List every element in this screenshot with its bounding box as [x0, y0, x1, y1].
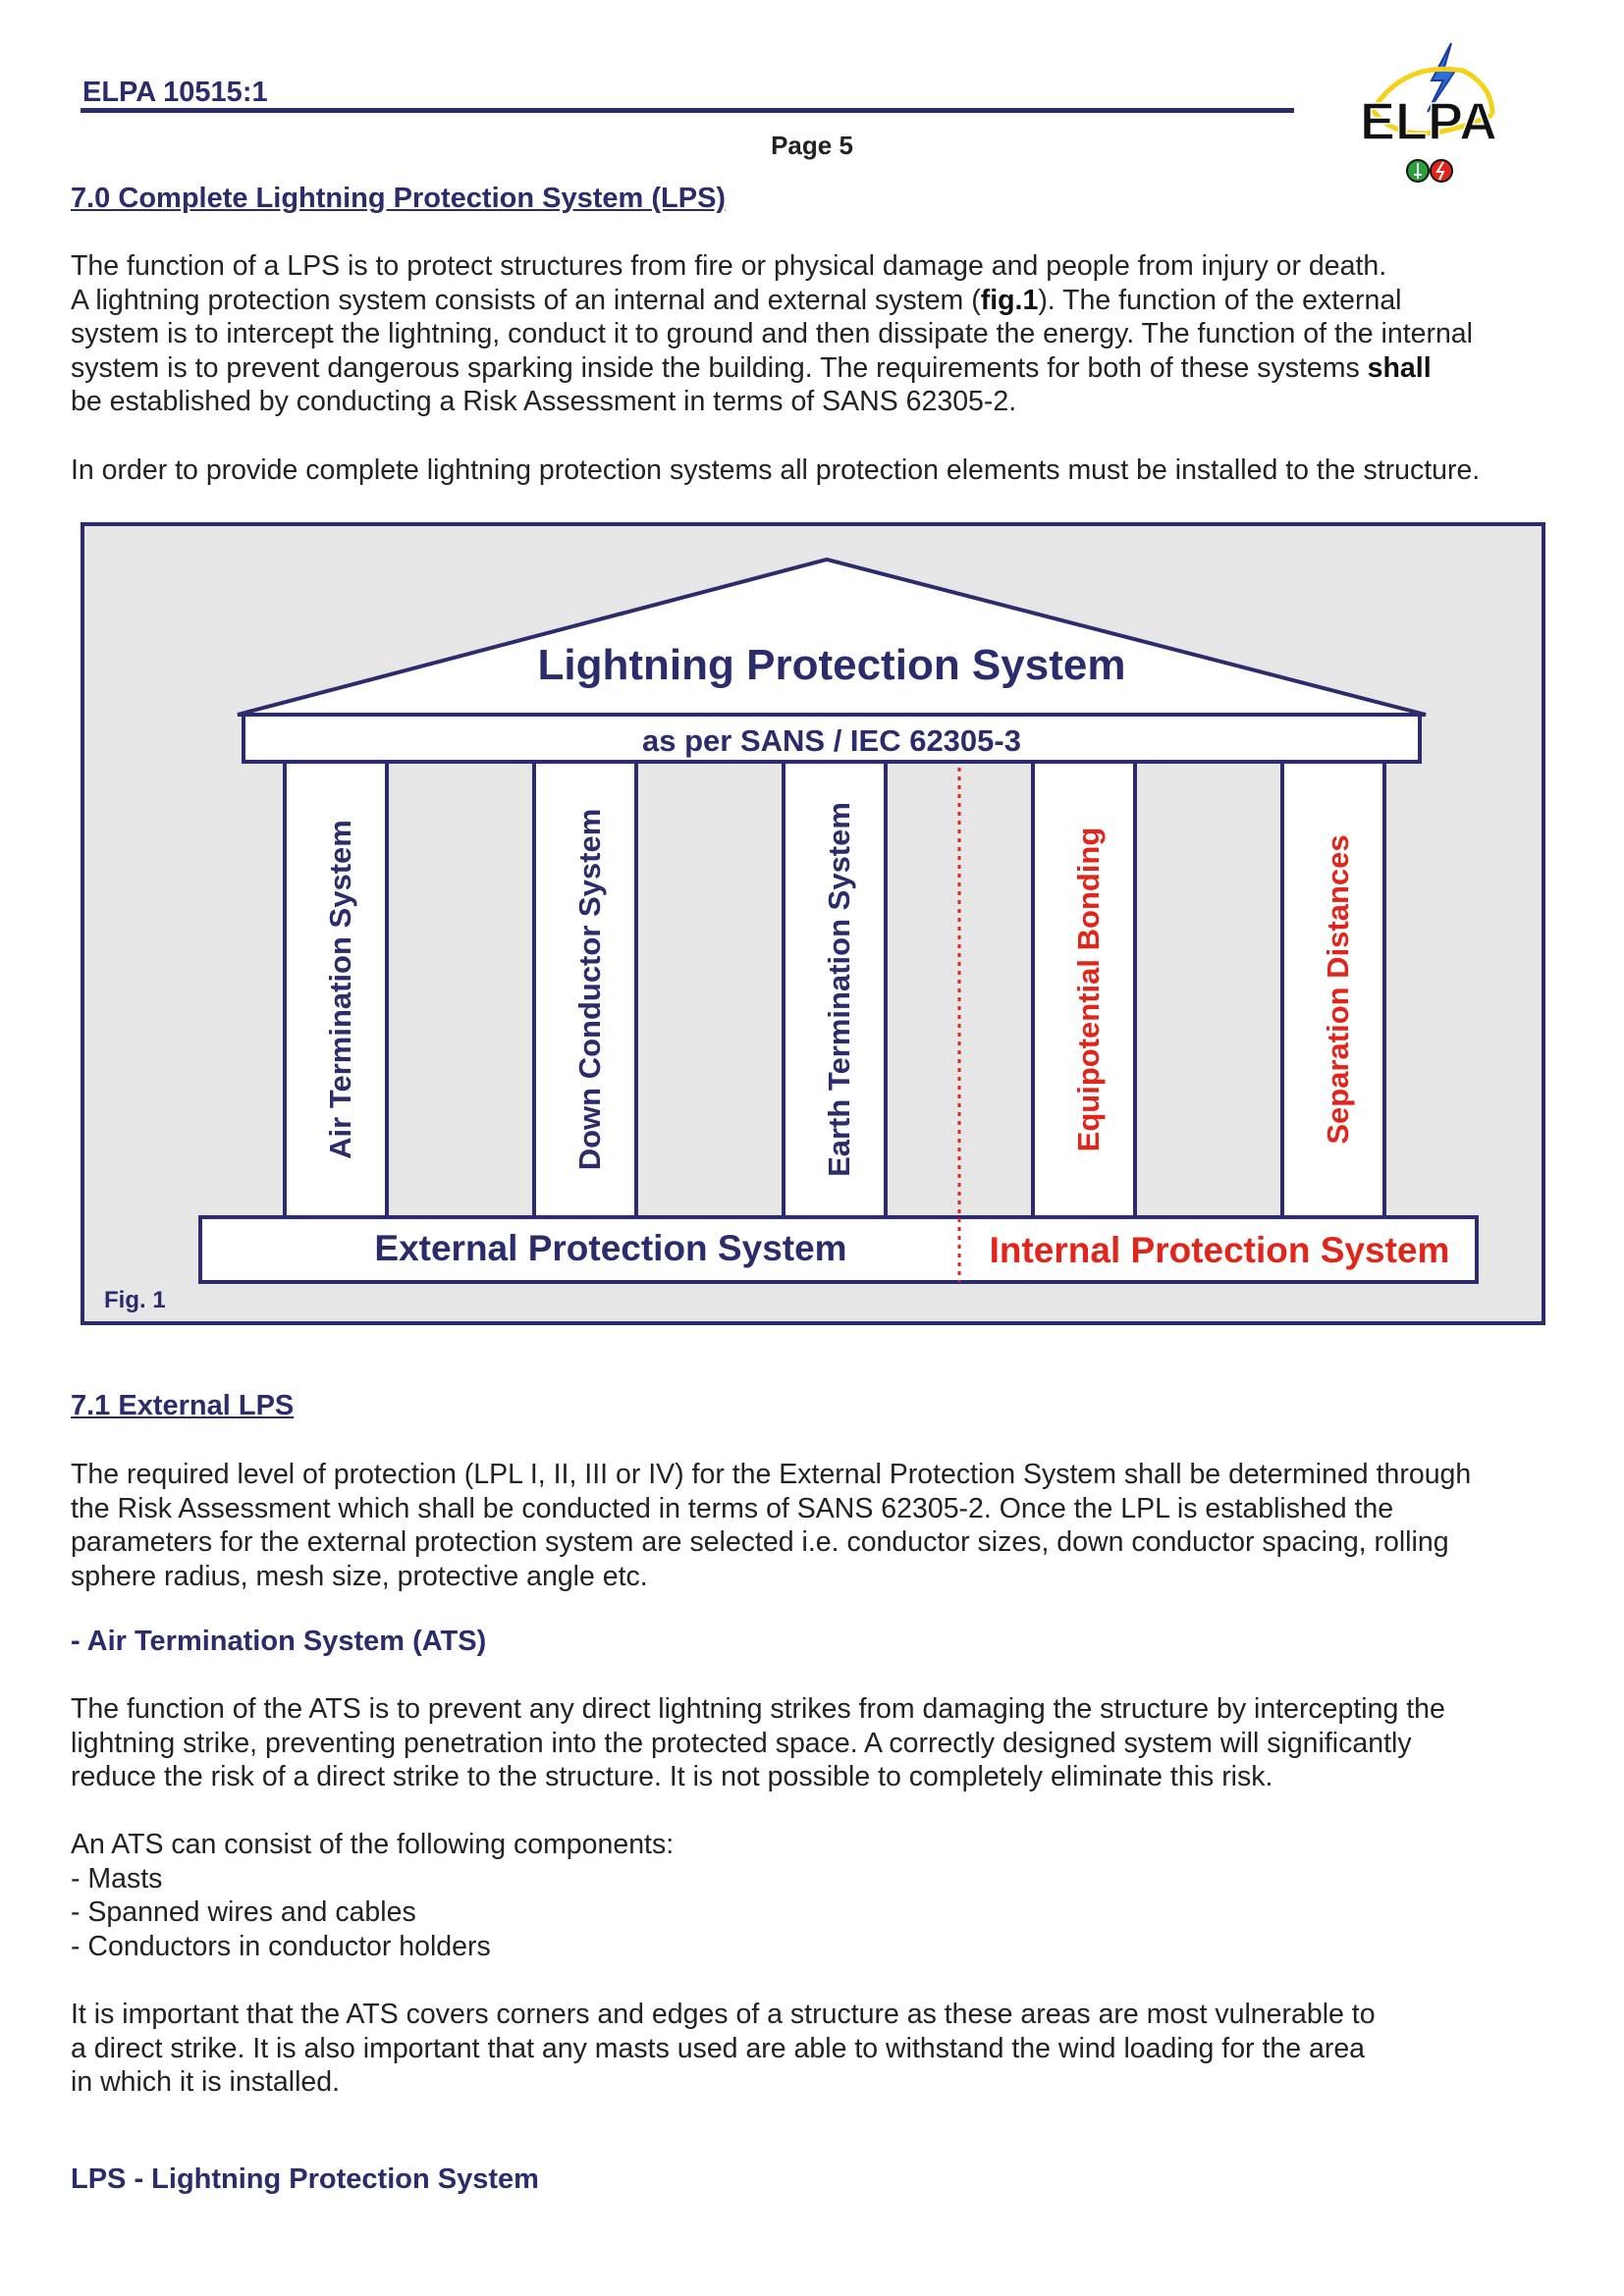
base-external-label: External Protection System [374, 1228, 846, 1268]
text-line: sphere radius, mesh size, protective ang… [71, 1560, 648, 1592]
pillar-earth-termination [782, 760, 888, 1219]
ats-paragraph-1: The function of the ATS is to prevent an… [71, 1692, 1602, 1794]
text-line: The required level of protection (LPL I,… [71, 1459, 1472, 1490]
section-7-0-paragraph-2: In order to provide complete lightning p… [71, 454, 1481, 486]
text-line: a direct strike. It is also important th… [71, 2032, 1366, 2064]
pillar-equipotential-bonding [1031, 760, 1137, 1219]
pillar-label: Earth Termination System [822, 802, 856, 1177]
beam [242, 713, 1422, 764]
roof-title: Lightning Protection System [538, 641, 1126, 689]
text-line: The function of a LPS is to protect stru… [71, 250, 1387, 282]
list-item: - Spanned wires and cables [71, 1896, 416, 1928]
list-item: - Conductors in conductor holders [71, 1930, 491, 1962]
pillar-label: Equipotential Bonding [1071, 828, 1106, 1152]
text-line: The function of the ATS is to prevent an… [71, 1693, 1445, 1725]
pillar-down-conductor [532, 760, 638, 1219]
text-line: system is to prevent dangerous sparking … [71, 351, 1432, 384]
ats-paragraph-2: It is important that the ATS covers corn… [71, 1998, 1602, 2100]
header-rule [81, 108, 1294, 113]
ats-components-list: An ATS can consist of the following comp… [71, 1828, 1602, 1963]
document-code: ELPA 10515:1 [82, 77, 268, 108]
pillar-label: Down Conductor System [572, 809, 607, 1171]
page-number: Page 5 [771, 131, 853, 160]
elpa-logo: ELPA [1359, 42, 1498, 183]
footer-note: LPS - Lightning Protection System [71, 2163, 539, 2195]
ats-heading: - Air Termination System (ATS) [71, 1626, 487, 1657]
pillar-separation-distances [1280, 760, 1386, 1219]
pillar-air-termination [283, 760, 389, 1219]
figure-reference: fig.1 [980, 284, 1039, 316]
pillar-label: Air Termination System [323, 820, 357, 1159]
section-heading-7-0: 7.0 Complete Lightning Protection System… [71, 183, 727, 214]
text-line: parameters for the external protection s… [71, 1526, 1449, 1558]
lps-diagram: Lightning Protection System as per SANS … [81, 522, 1545, 1325]
beam-text: as per SANS / IEC 62305-3 [642, 723, 1021, 758]
list-intro: An ATS can consist of the following comp… [71, 1829, 675, 1860]
emphasis-shall: shall [1367, 351, 1432, 384]
pillar-label: Separation Distances [1321, 834, 1355, 1144]
base-internal-label: Internal Protection System [990, 1230, 1450, 1270]
section-7-1-paragraph-1: The required level of protection (LPL I,… [71, 1458, 1602, 1593]
list-item: - Masts [71, 1862, 163, 1895]
text-line: the Risk Assessment which shall be condu… [71, 1492, 1394, 1524]
text-line: reduce the risk of a direct strike to th… [71, 1761, 1273, 1792]
text-line: lightning strike, preventing penetration… [71, 1727, 1412, 1759]
text-line: system is to intercept the lightning, co… [71, 318, 1473, 349]
section-heading-7-1: 7.1 External LPS [71, 1390, 295, 1421]
figure-caption: Fig. 1 [104, 1287, 166, 1313]
text-line: It is important that the ATS covers corn… [71, 1999, 1376, 2030]
svg-text:ELPA: ELPA [1360, 92, 1497, 151]
text-line: A lightning protection system consists o… [71, 284, 1402, 316]
base [198, 1215, 1479, 1284]
section-7-0-paragraph-1: The function of a LPS is to protect stru… [71, 249, 1602, 419]
text-line: be established by conducting a Risk Asse… [71, 386, 1017, 417]
text-line: in which it is installed. [71, 2066, 341, 2098]
